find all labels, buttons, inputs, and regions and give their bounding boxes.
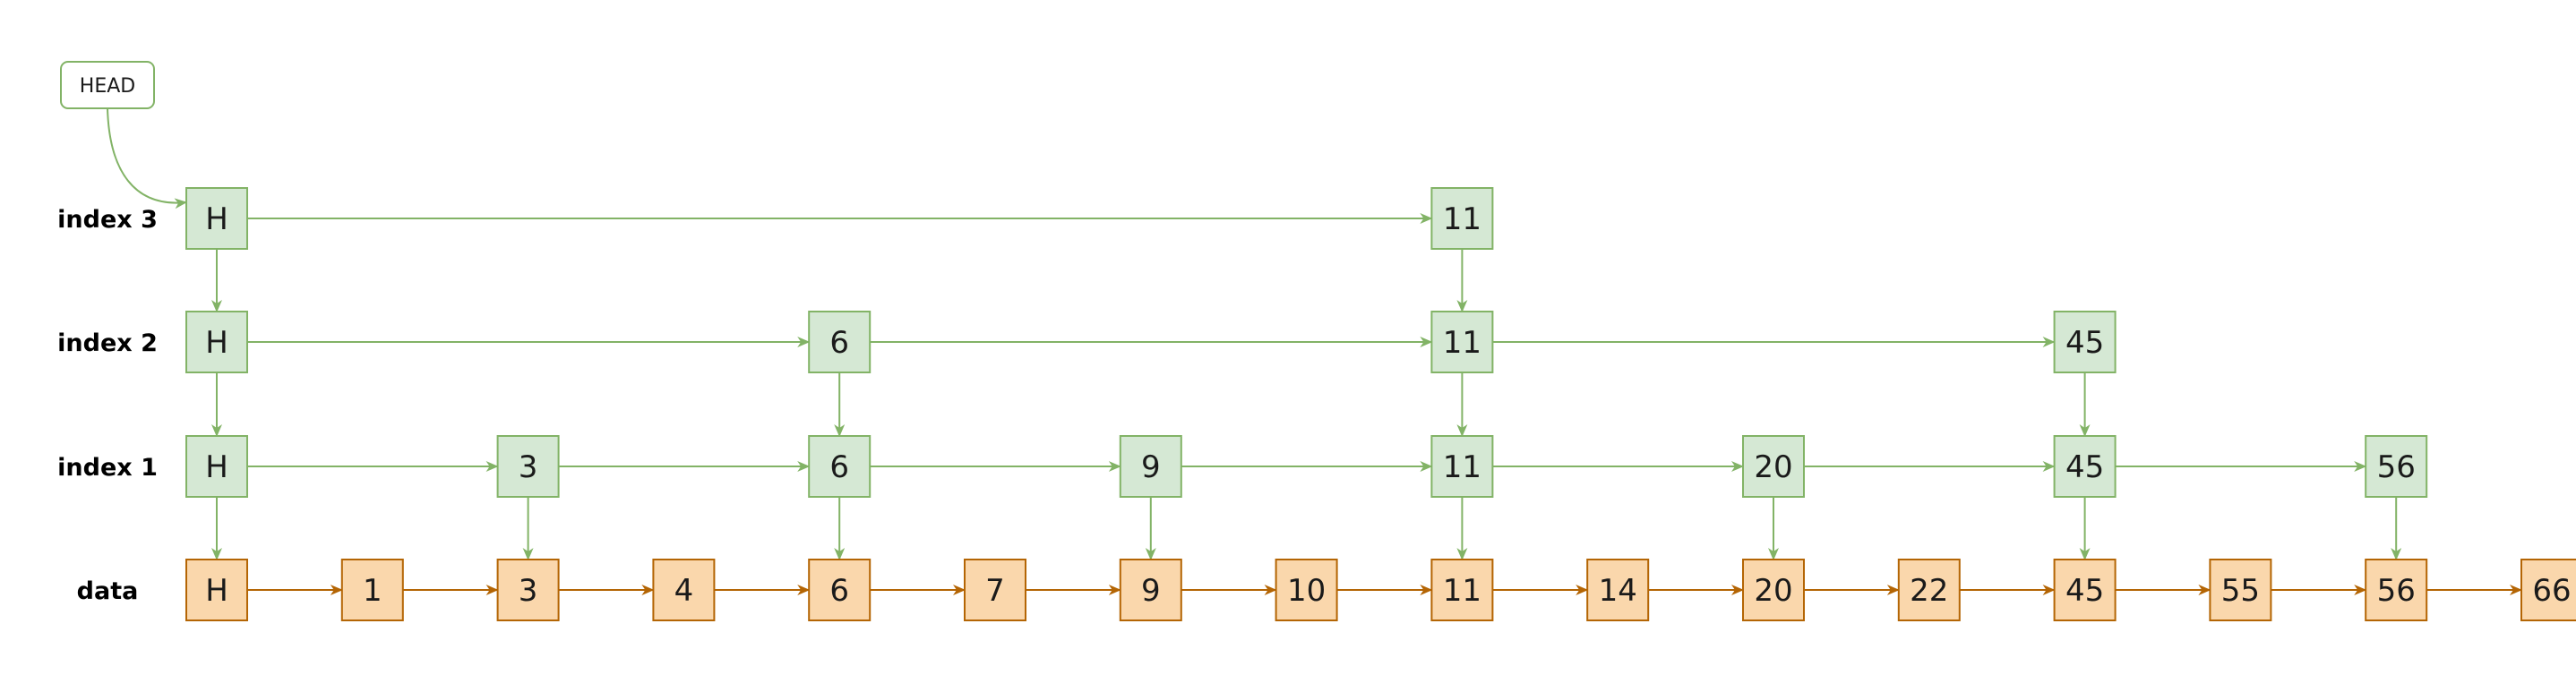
row-label-data: data [77, 577, 139, 605]
data-node-7: 7 [964, 559, 1026, 621]
index-node-l1-3: 3 [496, 435, 560, 498]
data-node-1: 1 [340, 559, 404, 621]
node-value: 9 [1141, 573, 1161, 609]
index-node-l1-11: 11 [1430, 435, 1494, 498]
node-value: 45 [2065, 573, 2104, 609]
node-value: 1 [363, 573, 382, 609]
node-value: 11 [1443, 201, 1481, 237]
index-node-l2-H: H [185, 311, 248, 373]
data-node-56: 56 [2365, 559, 2428, 621]
node-value: 11 [1443, 573, 1481, 609]
index-node-l2-11: 11 [1430, 311, 1494, 373]
row-label-index-3: index 3 [57, 206, 158, 234]
node-value: 66 [2532, 573, 2571, 609]
data-node-66: 66 [2520, 559, 2576, 621]
node-value: 20 [1754, 449, 1792, 485]
data-node-4: 4 [652, 559, 716, 621]
node-value: H [205, 201, 228, 237]
node-value: 11 [1443, 449, 1481, 485]
index-node-l3-H: H [185, 187, 248, 250]
node-value: 3 [519, 573, 538, 609]
node-value: 20 [1754, 573, 1792, 609]
node-value: 14 [1599, 573, 1637, 609]
index-node-l1-56: 56 [2365, 435, 2428, 498]
data-node-22: 22 [1897, 559, 1961, 621]
node-value: 4 [674, 573, 694, 609]
data-node-H: H [185, 559, 248, 621]
node-value: H [205, 573, 228, 609]
node-value: 3 [519, 449, 538, 485]
head-label: HEAD [80, 75, 135, 98]
head-pointer-arrow [107, 107, 187, 209]
node-value: 7 [985, 573, 1005, 609]
node-value: H [205, 449, 228, 485]
node-value: H [205, 325, 228, 361]
head-pointer-box: HEAD [60, 61, 155, 109]
data-node-9: 9 [1119, 559, 1182, 621]
index-node-l1-6: 6 [808, 435, 872, 498]
data-node-45: 45 [2053, 559, 2117, 621]
node-value: 10 [1287, 573, 1326, 609]
data-node-11: 11 [1430, 559, 1494, 621]
data-node-55: 55 [2209, 559, 2272, 621]
node-value: 45 [2065, 449, 2104, 485]
index-node-l2-6: 6 [808, 311, 872, 373]
data-node-3: 3 [496, 559, 560, 621]
index-node-l1-H: H [185, 435, 248, 498]
node-value: 9 [1141, 449, 1161, 485]
node-value: 56 [2377, 573, 2416, 609]
data-node-6: 6 [808, 559, 872, 621]
node-value: 56 [2377, 449, 2416, 485]
data-node-10: 10 [1275, 559, 1338, 621]
labels-layer: index 3 index 2 index 1 data [57, 206, 158, 605]
index-node-l1-20: 20 [1742, 435, 1805, 498]
node-value: 6 [829, 325, 849, 361]
node-value: 55 [2221, 573, 2260, 609]
node-value: 22 [1910, 573, 1948, 609]
node-value: 45 [2065, 325, 2104, 361]
index-node-l1-45: 45 [2053, 435, 2117, 498]
node-value: 11 [1443, 325, 1481, 361]
row-label-index-2: index 2 [57, 329, 158, 357]
edges-layer [107, 107, 2522, 595]
index-node-l1-9: 9 [1119, 435, 1182, 498]
row-label-index-1: index 1 [57, 454, 158, 482]
index-node-l2-45: 45 [2053, 311, 2117, 373]
index-node-l3-11: 11 [1430, 187, 1494, 250]
node-value: 6 [829, 573, 849, 609]
data-node-20: 20 [1742, 559, 1805, 621]
data-node-14: 14 [1586, 559, 1650, 621]
node-value: 6 [829, 449, 849, 485]
